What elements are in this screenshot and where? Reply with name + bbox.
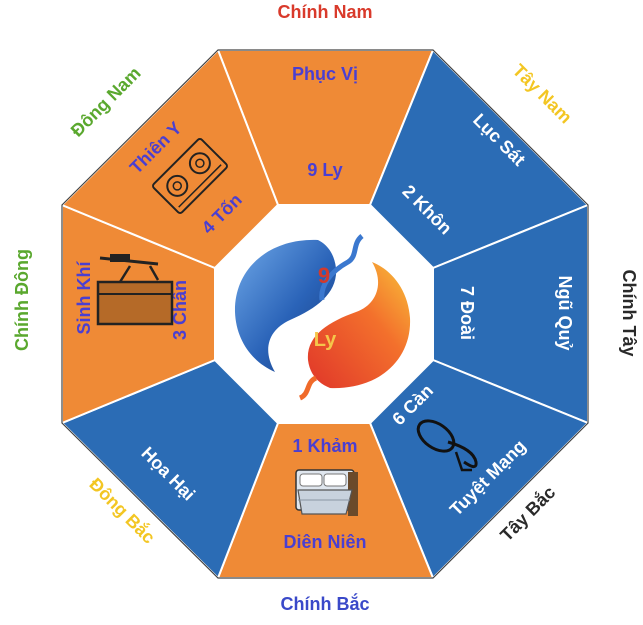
west-star-label: Ngũ Quỷ bbox=[555, 276, 575, 351]
direction-west: Chính Tây bbox=[619, 269, 639, 356]
desk-icon bbox=[96, 254, 174, 326]
center-trigram: Ly bbox=[314, 329, 337, 351]
bed-icon bbox=[295, 469, 358, 516]
north-trigram-label: 1 Khảm bbox=[292, 436, 357, 456]
stove-icon bbox=[152, 138, 228, 214]
south-trigram-label: 9 Ly bbox=[307, 160, 342, 180]
east-trigram-label: 3 Chấn bbox=[170, 280, 190, 340]
direction-southeast: Đông Nam bbox=[67, 63, 145, 141]
direction-east: Chính Đông bbox=[12, 249, 32, 351]
west-trigram-label: 7 Đoài bbox=[457, 286, 477, 340]
outer-octagon-border bbox=[61, 49, 589, 579]
toilet-icon bbox=[416, 419, 478, 472]
direction-southwest: Tây Nam bbox=[509, 60, 576, 127]
center-number: 9 bbox=[318, 263, 330, 288]
direction-north: Chính Bắc bbox=[280, 593, 369, 614]
east-star-label: Sinh Khí bbox=[74, 261, 94, 335]
yin-yang-flame-icon bbox=[234, 234, 411, 401]
north-star-label: Diên Niên bbox=[283, 532, 366, 552]
south-star-label: Phục Vị bbox=[292, 64, 358, 84]
direction-south: Chính Nam bbox=[277, 2, 372, 22]
